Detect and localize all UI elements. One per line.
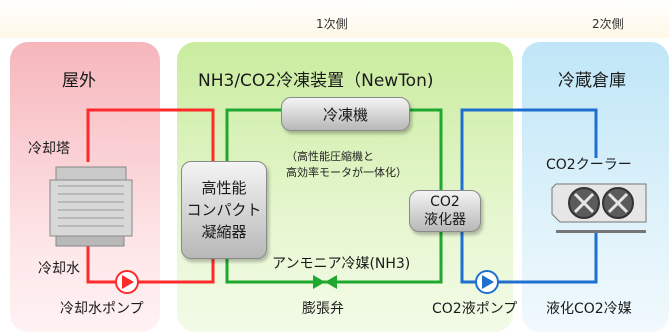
cooling-tower-label: 冷却塔 xyxy=(28,141,70,157)
expansion-valve-icon xyxy=(313,275,337,289)
co2-pump-icon xyxy=(475,270,499,294)
co2-line-return xyxy=(460,108,598,284)
refrigerator-note-line1: （高性能圧縮機と xyxy=(286,150,374,163)
cooling-water-label: 冷却水 xyxy=(38,261,80,277)
co2-liquefier-line1: CO2 xyxy=(430,194,460,210)
secondary-side-label: 2次側 xyxy=(592,17,624,31)
condenser-label-line3: 凝縮器 xyxy=(201,223,247,241)
ammonia-refrigerant-label: アンモニア冷媒(NH3) xyxy=(272,256,411,272)
cooling-water-pump-icon xyxy=(115,270,139,294)
refrigerator-box: 冷凍機 xyxy=(281,97,410,131)
cooling-water-pump-label: 冷却水ポンプ xyxy=(60,301,144,317)
condenser-label-line1: 高性能 xyxy=(201,179,247,197)
co2-liquefier-line2: 液化器 xyxy=(424,212,466,228)
co2-cooler-label: CO2クーラー xyxy=(546,157,632,173)
unit-title: NH3/CO2冷凍装置（NewTon) xyxy=(198,71,434,91)
warehouse-title: 冷蔵倉庫 xyxy=(558,71,626,91)
co2-cooler-icon xyxy=(551,183,647,233)
flow-lines xyxy=(49,108,647,294)
co2-pump-label: CO2液ポンプ xyxy=(432,301,518,317)
outdoor-title: 屋外 xyxy=(62,71,96,91)
expansion-valve-label: 膨張弁 xyxy=(302,301,344,317)
co2-liquefier-box: CO2 液化器 xyxy=(409,190,481,232)
cooling-tower-icon xyxy=(49,166,133,247)
liquefied-co2-label: 液化CO2冷媒 xyxy=(546,301,632,317)
top-band xyxy=(0,0,669,38)
condenser-box: 高性能 コンパクト 凝縮器 xyxy=(181,161,267,259)
refrigerator-label: 冷凍機 xyxy=(322,105,368,124)
primary-side-label: 1次側 xyxy=(316,17,348,31)
co2-line xyxy=(498,232,598,284)
refrigerator-note-line2: 高効率モータが一体化） xyxy=(286,166,407,179)
condenser-label-line2: コンパクト xyxy=(186,201,262,219)
